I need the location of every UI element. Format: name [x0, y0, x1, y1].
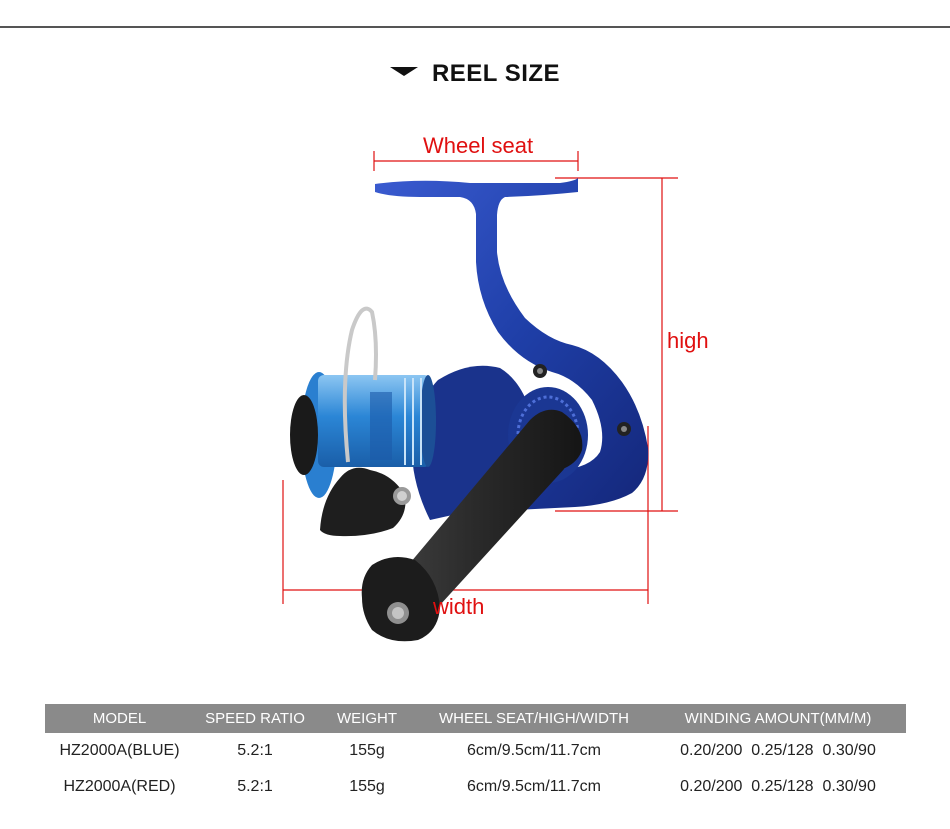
- column-header-dimensions: WHEEL SEAT/HIGH/WIDTH: [418, 704, 650, 733]
- bail-wire: [342, 306, 378, 463]
- column-header-model: MODEL: [45, 704, 194, 733]
- cell-model: HZ2000A(RED): [63, 778, 176, 795]
- spec-table: MODEL SPEED RATIO WEIGHT WHEEL SEAT/HIGH…: [45, 704, 906, 805]
- wheel-seat-label: Wheel seat: [423, 133, 534, 158]
- cell-speed-ratio: 5.2:1: [237, 778, 273, 795]
- column-header-speed-ratio: SPEED RATIO: [194, 704, 316, 733]
- cell-weight: 155g: [349, 778, 385, 795]
- cell-winding-amount: 0.20/200 0.25/128 0.30/90: [680, 778, 876, 795]
- reel-handle: [361, 409, 583, 642]
- page-title: REEL SIZE: [431, 60, 561, 87]
- high-label: high: [667, 328, 709, 353]
- cell-weight: 155g: [349, 742, 385, 759]
- chevron-down-icon: [389, 66, 418, 76]
- top-divider: [0, 26, 950, 28]
- cell-dimensions: 6cm/9.5cm/11.7cm: [467, 778, 601, 795]
- table-header-row: MODEL SPEED RATIO WEIGHT WHEEL SEAT/HIGH…: [45, 704, 906, 733]
- cell-winding-amount: 0.20/200 0.25/128 0.30/90: [680, 742, 876, 759]
- section-title: REEL SIZE: [0, 58, 950, 90]
- cell-speed-ratio: 5.2:1: [237, 742, 273, 759]
- reel-figure: [282, 151, 678, 642]
- bail-arm: [320, 467, 406, 537]
- table-row: HZ2000A(RED) 5.2:1 155g 6cm/9.5cm/11.7cm…: [45, 769, 906, 805]
- cell-model: HZ2000A(BLUE): [59, 742, 180, 759]
- width-label: width: [433, 594, 485, 619]
- cell-dimensions: 6cm/9.5cm/11.7cm: [467, 742, 601, 759]
- table-row: HZ2000A(BLUE) 5.2:1 155g 6cm/9.5cm/11.7c…: [45, 733, 906, 769]
- column-header-winding-amount: WINDING AMOUNT(MM/M): [650, 704, 906, 733]
- dimension-lines: [282, 151, 678, 604]
- column-header-weight: WEIGHT: [316, 704, 418, 733]
